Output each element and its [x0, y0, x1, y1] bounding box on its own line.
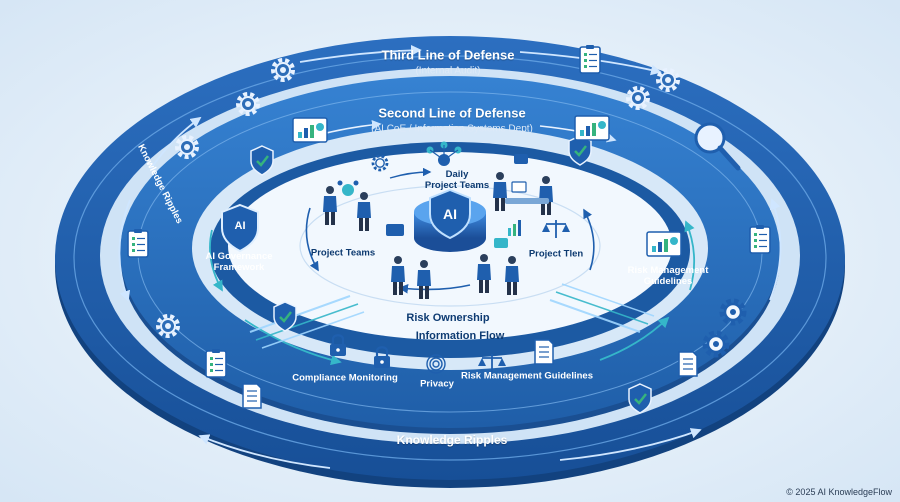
- governance-shield-icon: [221, 203, 259, 253]
- fingerprint-icon: [426, 354, 446, 374]
- ai-core-shield: [429, 188, 471, 240]
- chart-icon: [574, 115, 610, 141]
- clipboard-icon: [127, 228, 149, 258]
- desk: [505, 198, 549, 204]
- third-line-title: Third Line of Defense: [381, 47, 515, 63]
- third-line-subtitle: (Internal Audit): [415, 65, 481, 77]
- clipboard-icon: [205, 348, 227, 378]
- chat-icon: [386, 154, 528, 248]
- daily-project-teams-label: Daily Project Teams: [424, 169, 490, 191]
- chart-icon: [508, 220, 521, 236]
- project-teams-left-label: Project Teams: [310, 247, 376, 259]
- risk-guidelines-bottom-label: Risk Management Guidelines: [461, 370, 593, 382]
- ai-governance-label: AI Governance Framework: [205, 251, 273, 273]
- scales-icon: [542, 220, 570, 238]
- second-line-subtitle: (AI CoE / Information Systems Dept): [371, 123, 533, 135]
- gear-icon: [371, 154, 389, 172]
- network-icon: [426, 141, 462, 166]
- scales-icon: [478, 354, 506, 372]
- network-icon: [337, 180, 359, 196]
- document-icon: [534, 339, 554, 365]
- information-flow-label: Information Flow: [415, 330, 505, 342]
- second-line-title: Second Line of Defense: [378, 105, 526, 121]
- compliance-monitoring-label: Compliance Monitoring: [292, 372, 398, 384]
- clipboard-icon: [749, 224, 771, 254]
- chart-icon: [292, 117, 328, 143]
- ai-core-label: AI: [443, 206, 457, 222]
- privacy-label: Privacy: [420, 378, 454, 390]
- magnifier-icon: [694, 122, 741, 171]
- document-icon: [678, 351, 698, 377]
- information-flow-streaks: [249, 283, 655, 349]
- risk-ownership-label: Risk Ownership: [406, 312, 490, 324]
- document-icon: [242, 383, 262, 409]
- governance-shield-label: AI: [234, 220, 246, 232]
- chart-icon: [646, 231, 682, 257]
- knowledge-ripples-label: Knowledge Ripples: [396, 433, 508, 447]
- copyright-text: © 2025 AI KnowledgeFlow: [786, 487, 892, 497]
- project-teams-right-label: Project Tlen: [528, 248, 584, 260]
- risk-guidelines-right-label: Risk Management Guidelines: [627, 265, 709, 287]
- clipboard-icon: [579, 44, 601, 74]
